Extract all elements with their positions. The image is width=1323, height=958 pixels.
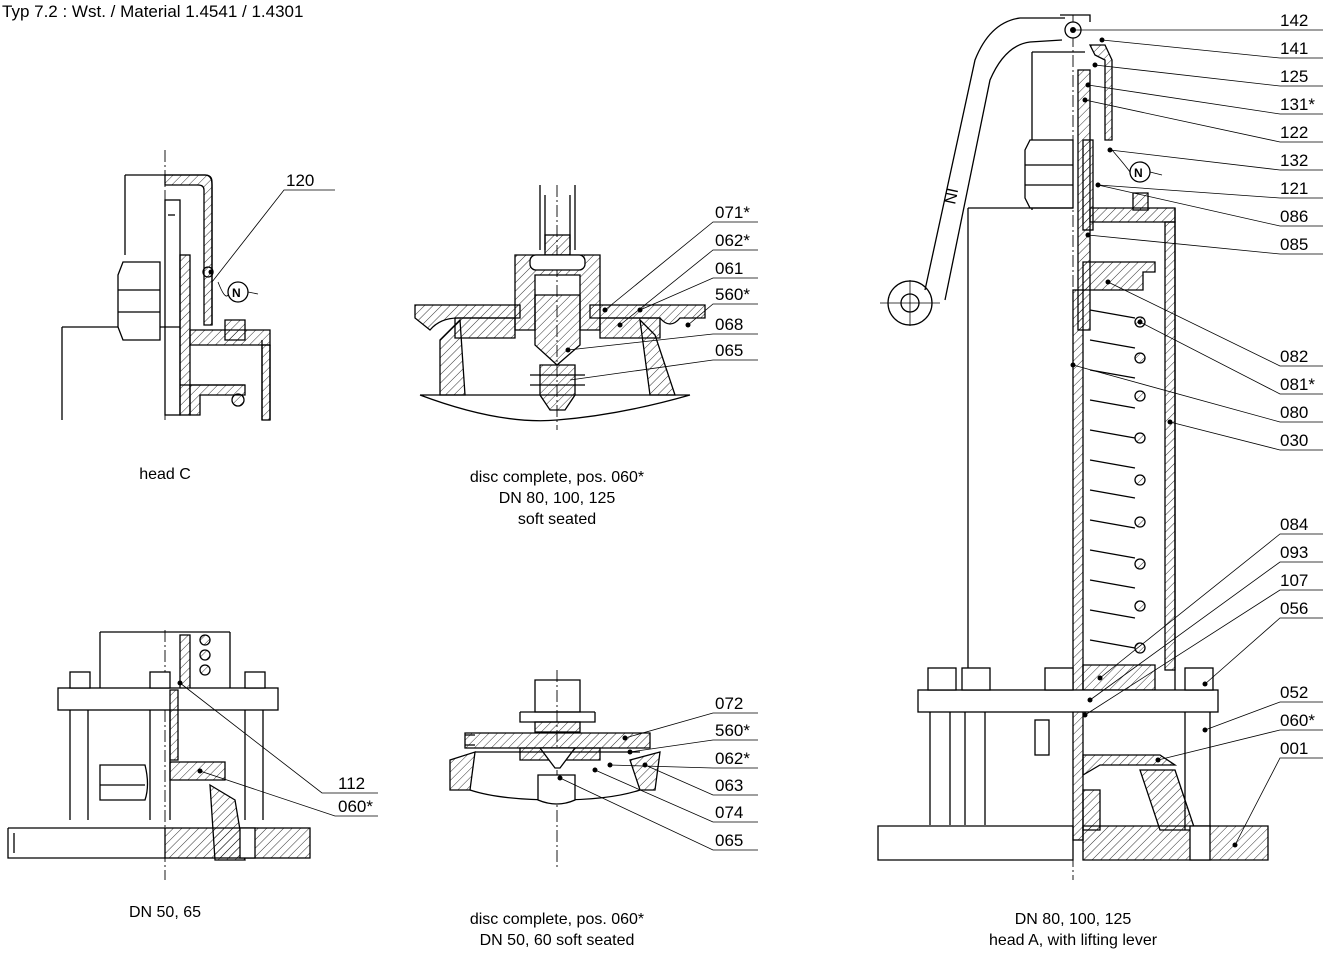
drawing-title: Typ 7.2 : Wst. / Material 1.4541 / 1.430…: [2, 2, 303, 21]
dn50-caption: DN 50, 65: [129, 904, 201, 921]
label-107: 107: [1280, 571, 1308, 590]
label-085: 085: [1280, 235, 1308, 254]
disc-dn80-view: [414, 185, 758, 430]
label-084: 084: [1280, 515, 1308, 534]
head-c-caption: head C: [139, 466, 191, 483]
label-060-main: 060*: [1280, 711, 1315, 730]
disc-dn80-caption-line-2: DN 80, 100, 125: [499, 490, 616, 507]
label-061: 061: [715, 259, 743, 278]
head-c-view: N 120: [61, 150, 335, 421]
disc-dn50-caption-line-1: disc complete, pos. 060*: [470, 911, 644, 928]
dn50-view: [7, 630, 378, 880]
label-030: 030: [1280, 431, 1308, 450]
label-068: 068: [715, 315, 743, 334]
disc-dn80-caption-line-3: soft seated: [518, 511, 596, 528]
label-142: 142: [1280, 11, 1308, 30]
label-063: 063: [715, 776, 743, 795]
label-131: 131*: [1280, 95, 1315, 114]
label-560: 560*: [715, 285, 750, 304]
label-081: 081*: [1280, 375, 1315, 394]
label-065-dn50: 065: [715, 831, 743, 850]
label-074: 074: [715, 803, 743, 822]
label-086: 086: [1280, 207, 1308, 226]
label-132: 132: [1280, 151, 1308, 170]
label-141: 141: [1280, 39, 1308, 58]
label-062-dn50: 062*: [715, 749, 750, 768]
main-caption-line-1: DN 80, 100, 125: [1015, 911, 1132, 928]
label-072: 072: [715, 694, 743, 713]
disc-dn50-view: [449, 670, 758, 870]
label-122: 122: [1280, 123, 1308, 142]
main-valve-view: NI N: [877, 14, 1323, 880]
label-093: 093: [1280, 543, 1308, 562]
label-560-dn50: 560*: [715, 721, 750, 740]
label-071: 071*: [715, 203, 750, 222]
label-065: 065: [715, 341, 743, 360]
label-056: 056: [1280, 599, 1308, 618]
svg-text:N: N: [1134, 166, 1143, 180]
svg-text:N: N: [232, 286, 241, 300]
label-080: 080: [1280, 403, 1308, 422]
label-001: 001: [1280, 739, 1308, 758]
lever-marking: NI: [942, 187, 962, 206]
main-caption-line-2: head A, with lifting lever: [989, 932, 1158, 949]
label-052: 052: [1280, 683, 1308, 702]
label-082: 082: [1280, 347, 1308, 366]
label-125: 125: [1280, 67, 1308, 86]
label-121: 121: [1280, 179, 1308, 198]
disc-dn50-caption-line-2: DN 50, 60 soft seated: [480, 932, 635, 949]
disc-dn80-caption-line-1: disc complete, pos. 060*: [470, 469, 644, 486]
label-060-dn50: 060*: [338, 797, 373, 816]
label-120: 120: [286, 171, 314, 190]
label-062: 062*: [715, 231, 750, 250]
label-112: 112: [338, 774, 365, 793]
